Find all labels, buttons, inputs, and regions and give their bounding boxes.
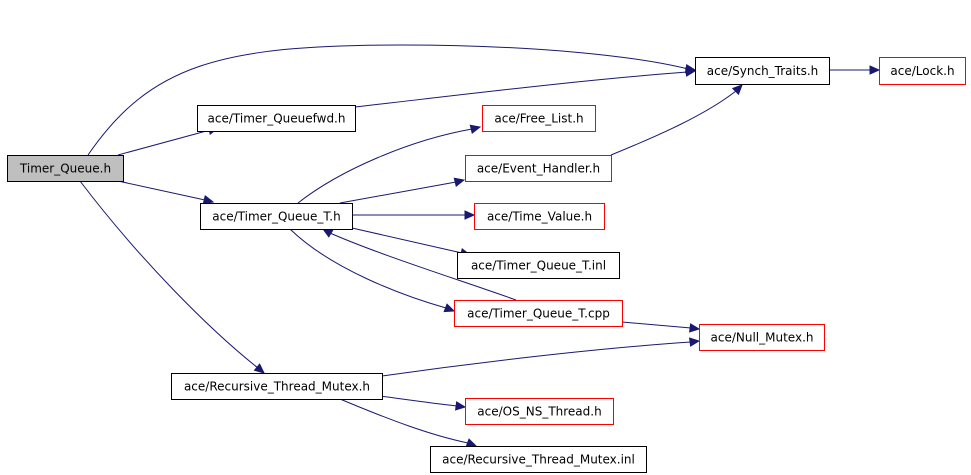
edge-line — [289, 228, 447, 309]
edge-arrowhead — [464, 210, 476, 220]
edge-line — [339, 398, 469, 444]
edge-arrowhead — [455, 401, 467, 411]
edge-timer_queue_t_h-to-event_handler — [339, 177, 466, 204]
node-event-handler[interactable]: ace/Event_Handler.h — [465, 155, 612, 182]
node-label: ace/Timer_Queue_T.cpp — [467, 307, 610, 321]
node-box — [7, 155, 124, 182]
edge-event_handler-to-synch_traits — [610, 84, 743, 156]
edge-line — [621, 321, 692, 329]
edge-line — [339, 181, 457, 204]
node-box — [474, 203, 605, 230]
edge-line — [381, 341, 692, 377]
node-box — [465, 155, 612, 182]
edge-line — [379, 395, 458, 407]
edge-line — [87, 44, 689, 156]
node-box — [454, 300, 623, 327]
edge-line — [610, 90, 737, 156]
edge-line — [79, 180, 259, 369]
node-label: ace/Timer_Queue_T.inl — [471, 259, 606, 273]
edge-arrowhead — [465, 438, 478, 448]
edge-arrowhead — [689, 337, 701, 347]
edge-line — [329, 232, 517, 301]
node-label: ace/Timer_Queue_T.h — [212, 210, 340, 224]
node-time-value[interactable]: ace/Time_Value.h — [474, 203, 605, 230]
edge-recursive_thread_mutex-to-os_ns_thread — [379, 395, 467, 411]
node-box — [465, 398, 614, 425]
edge-line — [297, 128, 473, 204]
node-box — [430, 446, 647, 473]
node-label: ace/Time_Value.h — [487, 210, 592, 224]
node-label: ace/OS_NS_Thread.h — [477, 405, 601, 419]
edge-line — [354, 71, 688, 108]
edge-arrowhead — [321, 228, 334, 238]
node-recursive-thread-mutex-inl[interactable]: ace/Recursive_Thread_Mutex.inl — [430, 446, 647, 473]
node-label: ace/Timer_Queuefwd.h — [208, 112, 346, 126]
edge-arrowhead — [469, 124, 482, 134]
node-box — [457, 252, 620, 279]
edge-recursive_thread_mutex-to-null_mutex — [381, 337, 701, 377]
node-null-mutex[interactable]: ace/Null_Mutex.h — [699, 324, 825, 351]
edges-layer — [79, 44, 881, 448]
edge-timer_queuefwd-to-synch_traits — [354, 67, 697, 108]
edge-arrowhead — [443, 303, 456, 313]
node-box — [695, 57, 830, 85]
node-box — [197, 105, 356, 132]
node-timer-queue-t-h[interactable]: ace/Timer_Queue_T.h — [200, 203, 353, 230]
node-label: ace/Lock.h — [890, 64, 954, 78]
node-os-ns-thread[interactable]: ace/OS_NS_Thread.h — [465, 398, 614, 425]
node-synch-traits[interactable]: ace/Synch_Traits.h — [695, 57, 830, 85]
node-box — [482, 105, 596, 132]
node-recursive-thread-mutex[interactable]: ace/Recursive_Thread_Mutex.h — [171, 373, 383, 400]
node-timer-queuefwd[interactable]: ace/Timer_Queuefwd.h — [197, 105, 356, 132]
node-label: ace/Free_List.h — [494, 112, 583, 126]
node-label: ace/Recursive_Thread_Mutex.inl — [442, 453, 635, 467]
edge-arrowhead — [685, 67, 697, 77]
edge-timer_queue_t_h-to-time_value — [352, 210, 476, 220]
node-timer-queue-t-inl[interactable]: ace/Timer_Queue_T.inl — [457, 252, 620, 279]
edge-line — [117, 180, 206, 201]
node-free-list[interactable]: ace/Free_List.h — [482, 105, 596, 132]
node-box — [699, 324, 825, 351]
node-label: ace/Synch_Traits.h — [707, 64, 818, 78]
node-label: ace/Recursive_Thread_Mutex.h — [184, 380, 370, 394]
node-timer-queue-t-cpp[interactable]: ace/Timer_Queue_T.cpp — [454, 300, 623, 327]
edge-line — [117, 129, 211, 156]
nodes-layer: Timer_Queue.h ace/Synch_Traits.h ace/Lock.… — [7, 57, 966, 473]
node-box — [171, 373, 383, 400]
edge-arrowhead — [202, 195, 215, 205]
edge-arrowhead — [453, 177, 466, 187]
node-lock-h[interactable]: ace/Lock.h — [879, 57, 966, 85]
edge-synch_traits-to-lock_h — [829, 65, 881, 75]
node-timer-queue-h: Timer_Queue.h — [7, 155, 124, 182]
edge-timer_queue_h-to-recursive_thread_mutex — [79, 180, 265, 374]
edge-arrowhead — [689, 323, 701, 333]
node-label: Timer_Queue.h — [19, 162, 111, 176]
edge-timer_queue_t_h-to-free_list — [297, 124, 482, 204]
node-box — [200, 203, 353, 230]
edge-arrowhead — [731, 84, 743, 96]
node-box — [879, 57, 966, 85]
edge-timer_queue_h-to-timer_queue_t_h — [117, 180, 215, 205]
edge-arrowhead — [253, 363, 265, 374]
edge-line — [351, 227, 463, 254]
edge-timer_queue_t_h-to-timer_queue_t_inl — [351, 227, 472, 258]
edge-timer_queue_t_cpp-to-null_mutex — [621, 321, 701, 333]
node-label: ace/Null_Mutex.h — [711, 331, 814, 345]
node-label: ace/Event_Handler.h — [477, 162, 600, 176]
edge-timer_queue_t_h-to-timer_queue_t_cpp — [289, 228, 456, 313]
edge-arrowhead — [869, 65, 881, 75]
